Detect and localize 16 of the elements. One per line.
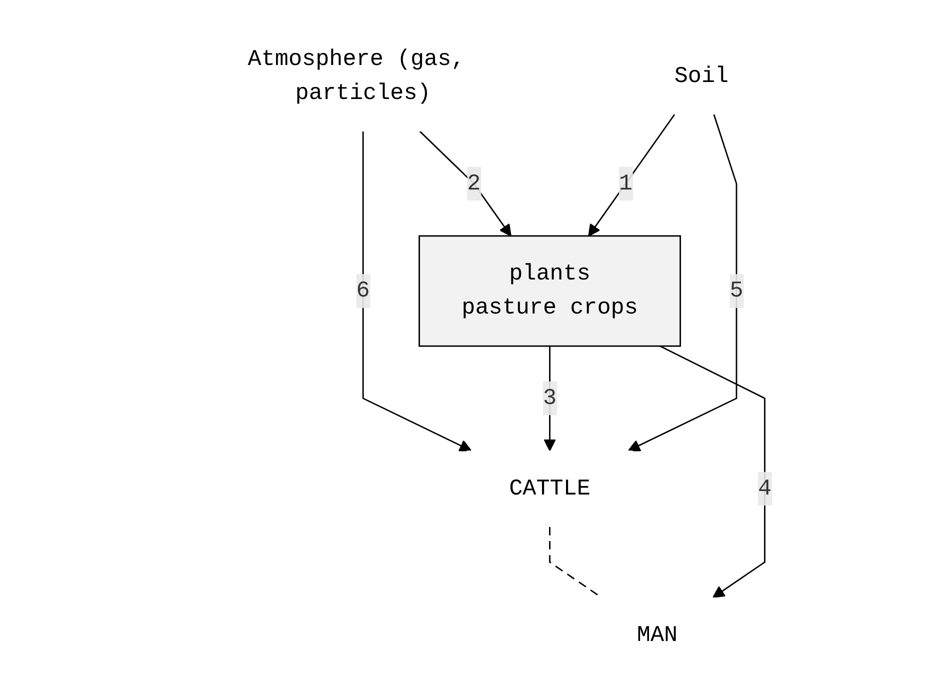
- node-text: CATTLE: [509, 476, 590, 502]
- arrow: [660, 345, 766, 598]
- edge-label: 5: [730, 278, 744, 304]
- node-box: plants pasture crops: [418, 235, 681, 347]
- edge-label: 4: [758, 476, 772, 502]
- arrow: [628, 114, 738, 452]
- edge-label: 2: [467, 170, 481, 196]
- node-text: Atmosphere (gas, particles): [248, 46, 465, 106]
- edge-label: 1: [618, 170, 632, 196]
- node-text: Soil: [674, 64, 729, 90]
- node-text: MAN: [636, 622, 678, 648]
- arrow: [362, 131, 472, 452]
- edge-label: 3: [542, 386, 557, 412]
- arrow: [588, 114, 676, 236]
- arrow: [419, 130, 512, 236]
- edge-label: 6: [356, 278, 370, 304]
